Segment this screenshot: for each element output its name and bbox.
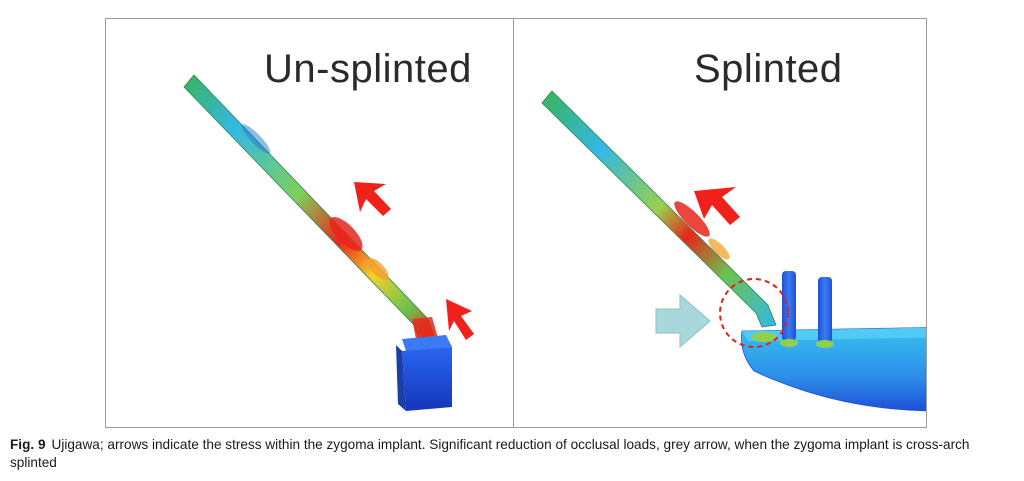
figure-label: Fig. 9 — [10, 437, 46, 452]
stress-arrow — [446, 299, 474, 340]
stress-arrow — [694, 187, 740, 225]
implant-shaft — [541, 90, 777, 328]
stress-patch — [329, 216, 363, 252]
stress-patch — [674, 201, 710, 237]
stress-patch — [241, 124, 271, 154]
stress-patch — [367, 258, 389, 280]
stress-arrow — [354, 182, 391, 216]
fea-model-splinted — [541, 90, 926, 412]
panel-title-unsplinted: Un-splinted — [264, 47, 472, 91]
caption-text: Ujigawa; arrows indicate the stress with… — [10, 437, 970, 470]
fea-model-unsplinted — [183, 74, 474, 411]
panel-title-splinted: Splinted — [694, 47, 843, 91]
stress-patch — [708, 238, 730, 260]
panel-divider — [513, 19, 514, 427]
bone-block — [402, 347, 452, 411]
panel-splinted: Splinted — [514, 19, 926, 427]
stress-reduction-circle — [719, 278, 789, 348]
bone-block-top — [402, 335, 452, 351]
implant-post — [818, 277, 832, 343]
panel-unsplinted: Un-splinted — [106, 19, 513, 427]
load-arrow-grey — [655, 293, 711, 349]
implant-post — [782, 271, 796, 341]
implant-shaft — [183, 74, 437, 344]
bridge-arch — [741, 327, 926, 412]
figure: Un-splinted — [105, 18, 927, 428]
